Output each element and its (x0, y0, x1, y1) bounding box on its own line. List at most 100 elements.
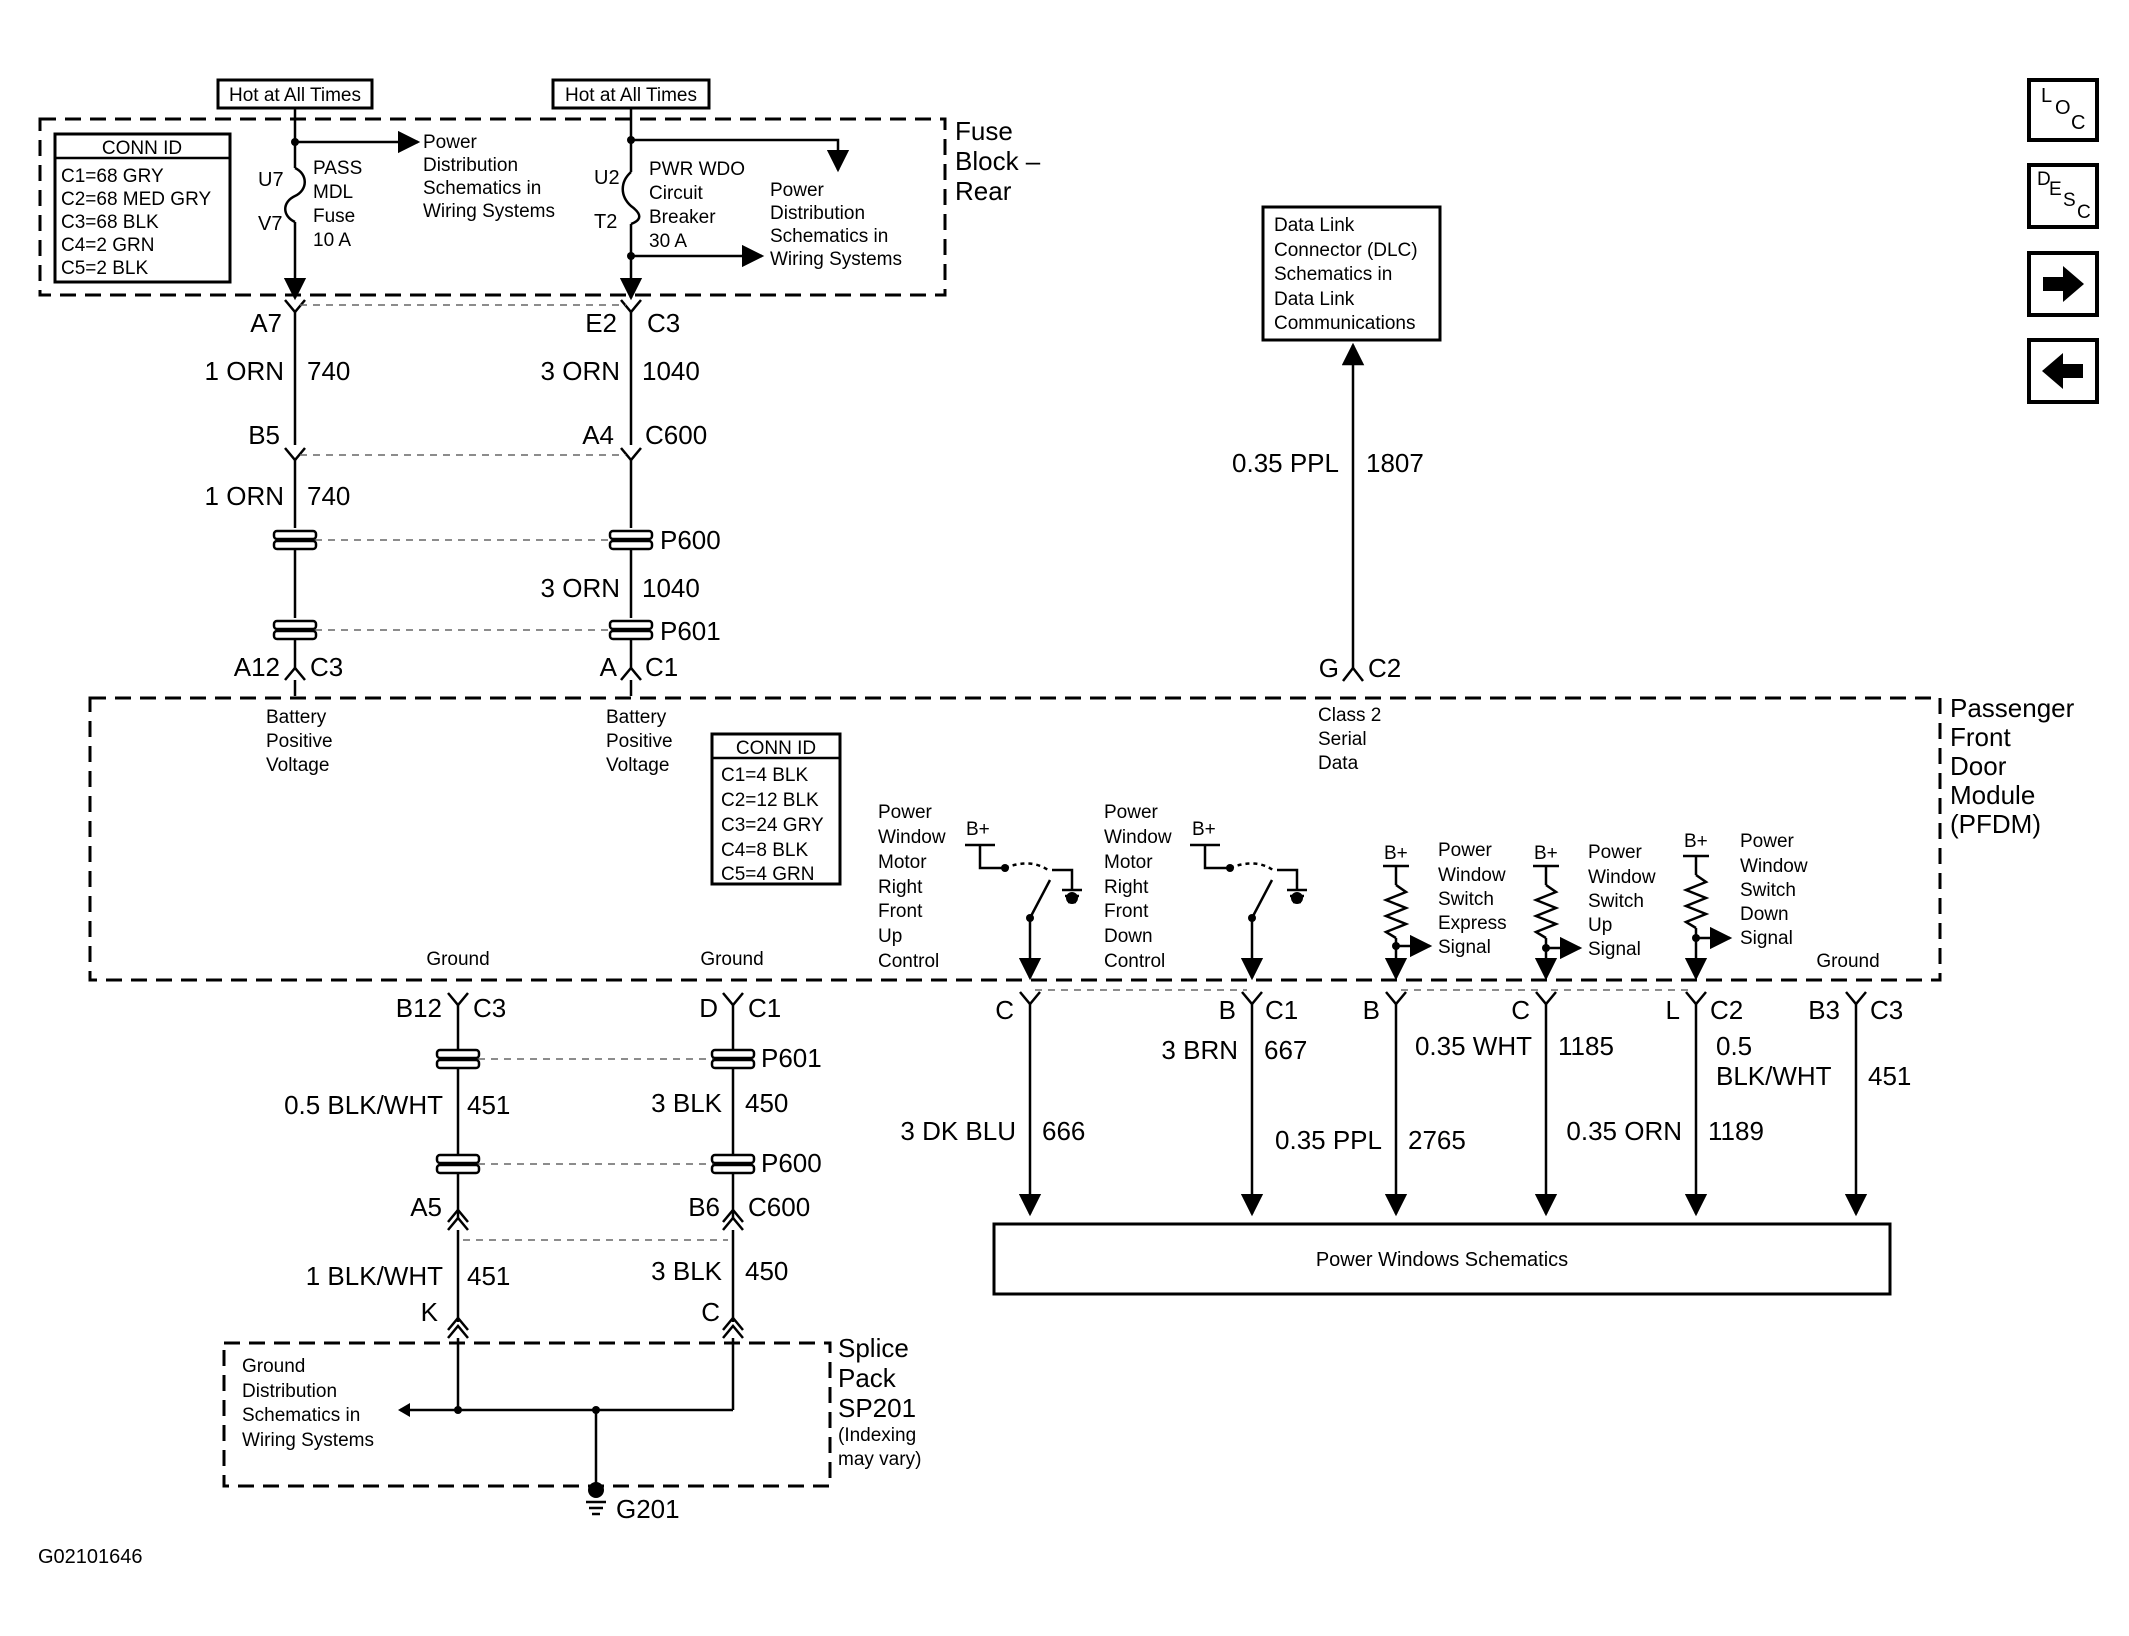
conn-c2-dlc: C2 (1368, 653, 1401, 683)
inline-connector-p601-lower (435, 1048, 756, 1070)
splice-pack-name: Splice Pack SP201 (838, 1333, 916, 1423)
svg-text:C: C (2077, 202, 2091, 223)
wire-1807-gauge: 0.35 PPL (1232, 448, 1339, 478)
pin-d: D (699, 993, 718, 1023)
wire-450-circuit-2: 450 (745, 1256, 788, 1286)
conn-p600-upper: P600 (660, 525, 721, 555)
fuse-block-conn-id: CONN ID C1=68 GRY C2=68 MED GRY C3=68 BL… (53, 132, 232, 284)
ground-distribution-ref: Ground Distribution Schematics in Wiring… (242, 1356, 374, 1451)
wire-1040-circuit: 1040 (642, 356, 700, 386)
fuse-block-name: Fuse Block – Rear (955, 116, 1048, 206)
pin-g: G (1319, 653, 1339, 683)
svg-text:S: S (2063, 190, 2076, 211)
dlc-reference-box: Data Link Connector (DLC) Schematics in … (1261, 205, 1442, 342)
pin-c-1185: C (1511, 995, 1530, 1025)
svg-text:Data Link Connector (DLC: Data Link Connector (DLC) Schematics in … (1274, 215, 1423, 334)
fuse-block-rear: Fuse Block – Rear Hot at All Times Hot a… (38, 78, 1048, 301)
hot-label-1: Hot at All Times (229, 85, 361, 106)
next-page-button[interactable] (2027, 251, 2099, 317)
power-windows-schematics-box: Power Windows Schematics (992, 1222, 1892, 1296)
wire-666-circuit: 666 (1042, 1116, 1085, 1146)
svg-text:C5=2 BLK: C5=2 BLK (61, 258, 148, 279)
pin-b-667: B (1219, 995, 1236, 1025)
conn-c1-lower: C1 (748, 993, 781, 1023)
wire-1040-gauge-2: 3 ORN (541, 573, 620, 603)
figure-id: G02101646 (38, 1546, 143, 1568)
svg-text:C1=4 BLK: C1=4 BLK (721, 765, 808, 786)
pin-b3: B3 (1808, 995, 1840, 1025)
wire-740-circuit-2: 740 (307, 481, 350, 511)
wire-451-gauge: 0.5 BLK/WHT (284, 1090, 443, 1120)
conn-c1-667: C1 (1265, 995, 1298, 1025)
svg-text:C4=8 BLK: C4=8 BLK (721, 840, 808, 861)
pin-b12: B12 (396, 993, 442, 1023)
pass-mdl-fuse: U7 V7 PASS MDL Fuse 10 A (258, 108, 421, 301)
svg-text:B+: B+ (1192, 819, 1216, 840)
svg-text:U7: U7 (258, 169, 284, 191)
pin-a5: A5 (410, 1192, 442, 1222)
class-2-serial-data: Class 2 Serial Data (1318, 705, 1387, 774)
previous-page-button[interactable] (2027, 338, 2099, 404)
conn-c1-upper: C1 (645, 652, 678, 682)
wire-1189-gauge: 0.35 ORN (1566, 1116, 1682, 1146)
ground-label-1: Ground (426, 949, 489, 970)
wire-740-gauge: 1 ORN (205, 356, 284, 386)
svg-text:CONN ID: CONN ID (736, 738, 816, 759)
wire-450-gauge-2: 3 BLK (651, 1256, 722, 1286)
svg-text:C4=2 GRN: C4=2 GRN (61, 235, 154, 256)
pin-b6: B6 (688, 1192, 720, 1222)
svg-text:C2=12 BLK: C2=12 BLK (721, 790, 819, 811)
wire-1185-gauge: 0.35 WHT (1415, 1031, 1532, 1061)
lower-right-wiring: C 3 DK BLU 666 B C1 3 BRN 667 B 0.35 PPL… (900, 989, 1911, 1217)
fuse-block-outline (38, 117, 947, 297)
svg-text:O: O (2055, 97, 2071, 119)
pin-a4: A4 (582, 420, 614, 450)
conn-p600-lower: P600 (761, 1148, 822, 1178)
conn-c3-fuse: C3 (647, 308, 680, 338)
wire-451-circuit: 451 (467, 1090, 510, 1120)
svg-text:E: E (2049, 179, 2062, 200)
power-distribution-ref-2: Power Distribution Schematics in Wiring … (770, 180, 902, 270)
wire-667-circuit: 667 (1264, 1035, 1307, 1065)
wire-451-right-circuit: 451 (1868, 1061, 1911, 1091)
pfdm-outline (88, 696, 1942, 982)
hot-at-all-times-box-2 (551, 78, 711, 110)
upper-wiring: A7 1 ORN 740 B5 1 ORN 740 A12 C3 E2 C3 3… (205, 299, 1424, 696)
svg-text:CONN ID: CONN ID (102, 138, 182, 159)
wire-1185-circuit: 1185 (1558, 1031, 1614, 1061)
wire-451-circuit-2: 451 (467, 1261, 510, 1291)
pin-l-1189: L (1666, 995, 1680, 1025)
conn-c600-lower: C600 (748, 1192, 810, 1222)
wire-451-gauge-2: 1 BLK/WHT (306, 1261, 443, 1291)
wire-451-right-gauge: 0.5 BLK/WHT (1716, 1031, 1832, 1091)
pin-a12: A12 (234, 652, 280, 682)
switch-down-label: Power Window Switch Down Signal (1740, 831, 1813, 949)
conn-c3-451: C3 (1870, 995, 1903, 1025)
power-distribution-ref-1: Power Distribution Schematics in Wiring … (423, 132, 555, 222)
wire-450-gauge: 3 BLK (651, 1088, 722, 1118)
switch-up-label: Power Window Switch Up Signal (1588, 842, 1661, 960)
conn-c600-upper: C600 (645, 420, 707, 450)
wire-1040-circuit-2: 1040 (642, 573, 700, 603)
svg-text:C2=68 MED GRY: C2=68 MED GRY (61, 189, 211, 210)
splice-pack-sp201: Ground Distribution Schematics in Wiring… (222, 1333, 921, 1524)
desc-button[interactable]: D E S C (2027, 163, 2099, 229)
pwr-wdo-circuit-breaker: U2 T2 PWR WDO Circuit Breaker 30 A (594, 108, 850, 301)
wire-1189-circuit: 1189 (1708, 1116, 1764, 1146)
pfdm-conn-id: CONN ID C1=4 BLK C2=12 BLK C3=24 GRY C4=… (710, 732, 842, 886)
wire-667-gauge: 3 BRN (1161, 1035, 1238, 1065)
wire-2765-circuit: 2765 (1408, 1125, 1466, 1155)
svg-text:T2: T2 (594, 211, 617, 233)
pin-c-666: C (995, 995, 1014, 1025)
svg-text:Power Windows Schematics: Power Windows Schematics (1316, 1249, 1568, 1271)
inline-connector-p600-lower (435, 1153, 756, 1175)
svg-text:B+: B+ (1684, 831, 1708, 852)
pwr-wdo-label: PWR WDO Circuit Breaker 30 A (649, 159, 750, 252)
svg-text:B+: B+ (1534, 843, 1558, 864)
loc-button[interactable]: L O C (2027, 78, 2099, 142)
wire-666-gauge: 3 DK BLU (900, 1116, 1016, 1146)
wire-740-gauge-2: 1 ORN (205, 481, 284, 511)
battery-positive-voltage-1: Battery Positive Voltage (266, 707, 338, 776)
pin-e2: E2 (585, 308, 617, 338)
